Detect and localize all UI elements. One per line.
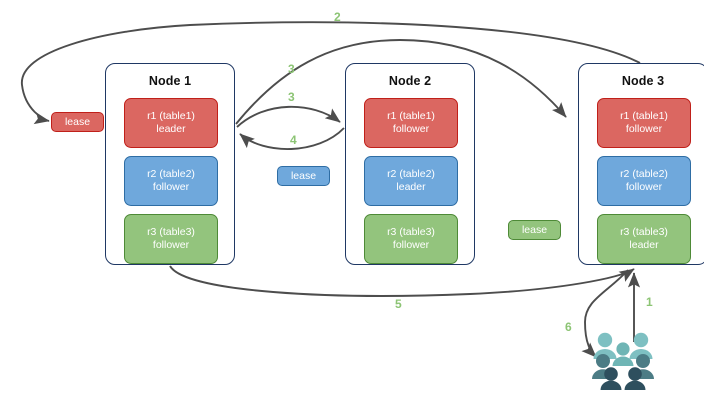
person-front-left-icon xyxy=(600,367,622,390)
lease-badge-table2[interactable]: lease xyxy=(277,166,330,186)
step-label-3-upper: 3 xyxy=(288,62,295,76)
replica-name: r1 (table1) xyxy=(620,110,668,122)
replica-name: r3 (table3) xyxy=(620,226,668,238)
replica-role: follower xyxy=(392,239,430,251)
node-container-node-3[interactable]: Node 3 r1 (table1) follower r2 (table2) … xyxy=(578,63,704,265)
replica-node-1-r2[interactable]: r2 (table2) follower xyxy=(124,156,218,206)
lease-badge-table3[interactable]: lease xyxy=(508,220,561,240)
step-label-2: 2 xyxy=(334,10,341,24)
replica-name: r1 (table1) xyxy=(147,110,195,122)
replica-role: follower xyxy=(625,123,663,135)
replica-node-2-r2[interactable]: r2 (table2) leader xyxy=(364,156,458,206)
node-title: Node 1 xyxy=(148,74,192,88)
step-label-4: 4 xyxy=(290,133,297,147)
replica-name: r3 (table3) xyxy=(387,226,435,238)
replica-role: leader xyxy=(396,181,426,193)
node-container-node-1[interactable]: Node 1 r1 (table1) leader r2 (table2) fo… xyxy=(105,63,235,265)
replica-role: leader xyxy=(629,239,659,251)
person-center-icon xyxy=(612,342,634,366)
clients-people-icon xyxy=(592,332,654,390)
replica-name: r3 (table3) xyxy=(147,226,195,238)
replica-role: leader xyxy=(156,123,186,135)
replica-name: r2 (table2) xyxy=(387,168,435,180)
replica-node-3-r2[interactable]: r2 (table2) follower xyxy=(597,156,691,206)
node-container-node-2[interactable]: Node 2 r1 (table1) follower r2 (table2) … xyxy=(345,63,475,265)
step-label-5: 5 xyxy=(395,297,402,311)
replica-name: r2 (table2) xyxy=(620,168,668,180)
lease-badge-table1[interactable]: lease xyxy=(51,112,104,132)
step-label-6: 6 xyxy=(565,320,572,334)
person-front-right-icon xyxy=(624,367,646,390)
replica-role: follower xyxy=(392,123,430,135)
replica-name: r1 (table1) xyxy=(387,110,435,122)
replica-node-3-r1[interactable]: r1 (table1) follower xyxy=(597,98,691,148)
node-title: Node 2 xyxy=(388,74,432,88)
step-label-3-lower: 3 xyxy=(288,90,295,104)
replica-role: follower xyxy=(152,181,190,193)
replica-name: r2 (table2) xyxy=(147,168,195,180)
replica-role: follower xyxy=(152,239,190,251)
replica-node-2-r3[interactable]: r3 (table3) follower xyxy=(364,214,458,264)
edge-step-5 xyxy=(169,265,635,297)
edge-step-3-to-node2 xyxy=(236,105,341,128)
replica-role: follower xyxy=(625,181,663,193)
replica-node-1-r1[interactable]: r1 (table1) leader xyxy=(124,98,218,148)
step-label-1: 1 xyxy=(646,295,653,309)
replica-node-3-r3[interactable]: r3 (table3) leader xyxy=(597,214,691,264)
node-title: Node 3 xyxy=(621,74,665,88)
replica-node-2-r1[interactable]: r1 (table1) follower xyxy=(364,98,458,148)
replica-node-1-r3[interactable]: r3 (table3) follower xyxy=(124,214,218,264)
